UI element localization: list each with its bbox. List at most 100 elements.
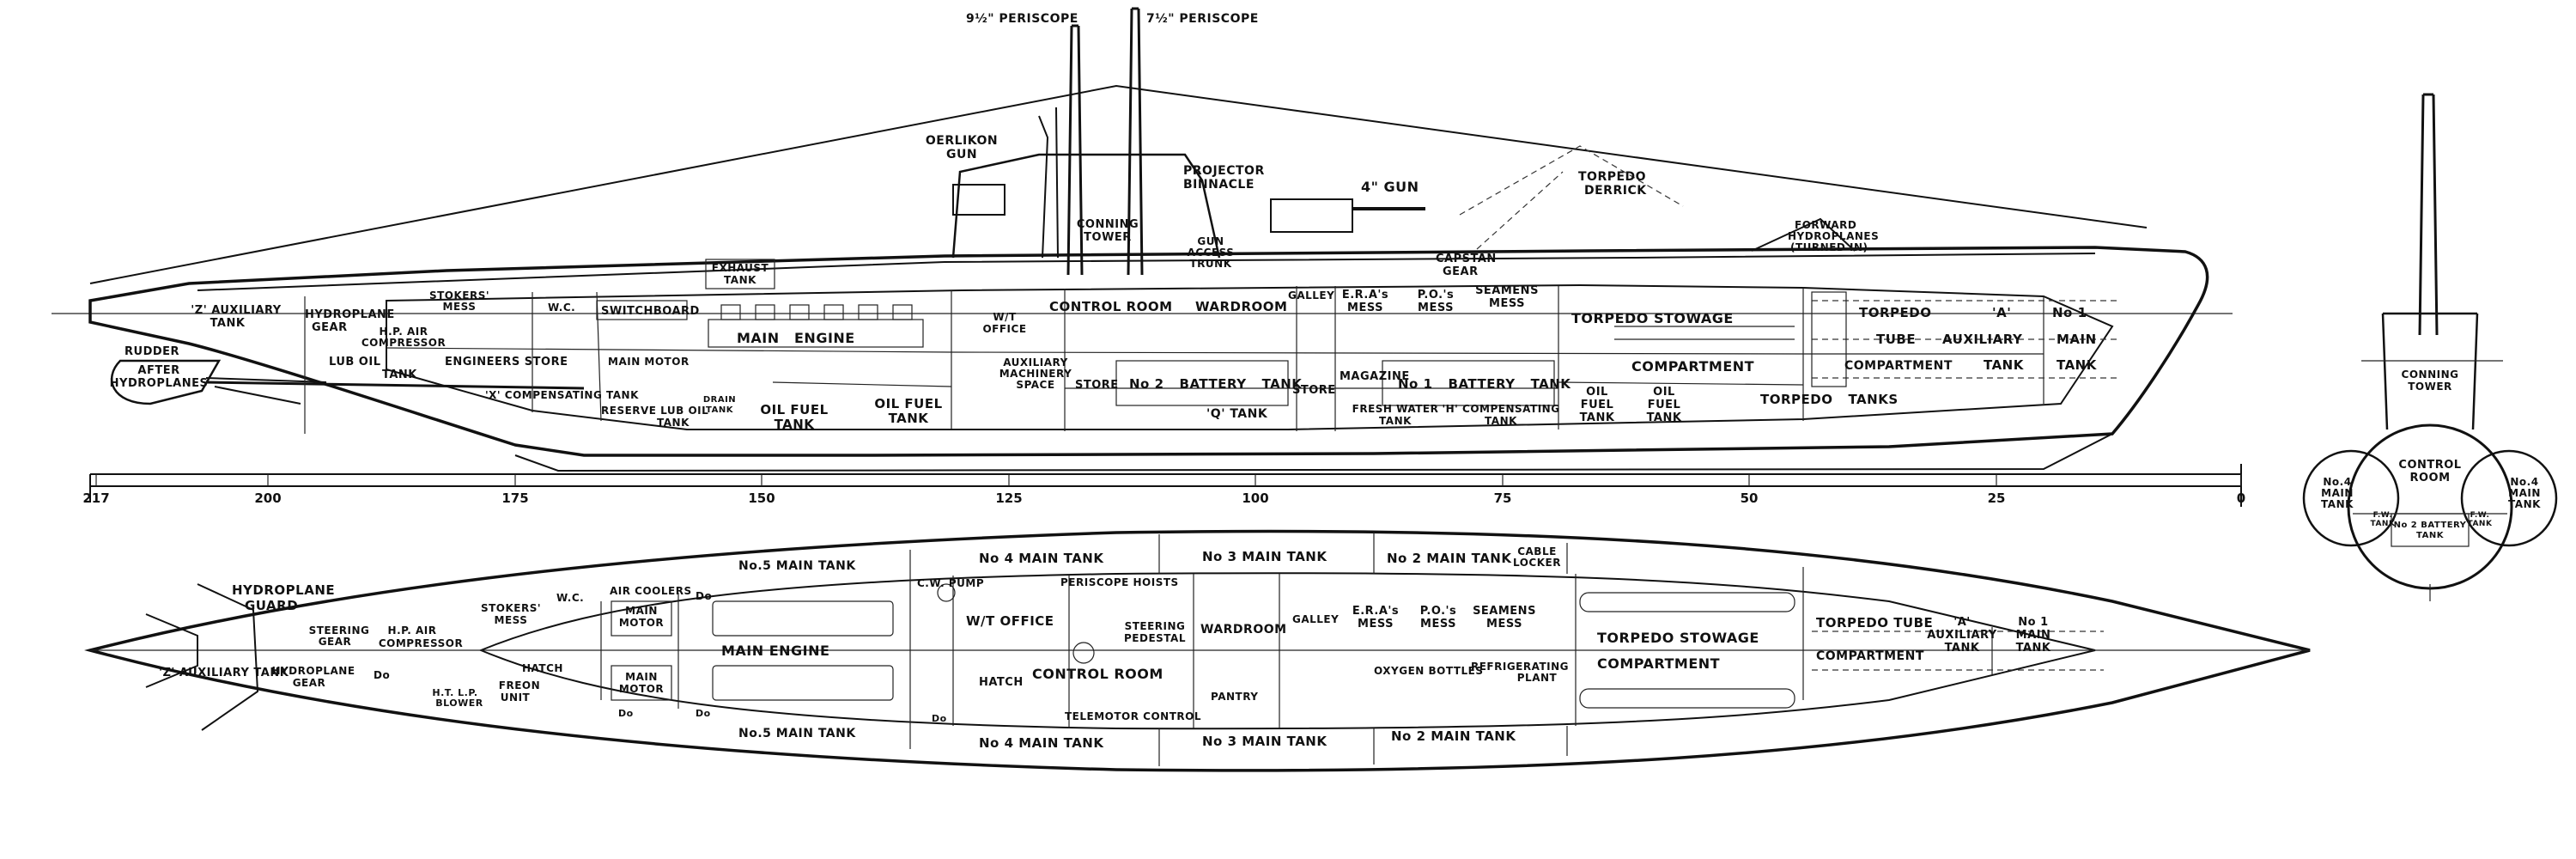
scale-mark-75: 75 xyxy=(1494,490,1512,506)
label-periscope-7-5: 7½" PERISCOPE xyxy=(1146,12,1259,26)
scale-mark-50: 50 xyxy=(1741,490,1759,506)
label-torpedo-tube-tube: TUBE xyxy=(1876,332,1916,347)
label-section-fw-left: F.W.TANK xyxy=(2371,511,2396,528)
label-plan-torpedo-tube-compartment: COMPARTMENT xyxy=(1816,649,1924,663)
label-plan-main-engine: MAIN ENGINE xyxy=(721,643,829,659)
label-main-engine-a: MAIN xyxy=(737,330,780,346)
label-section-fw-right: F.W.TANK xyxy=(2468,511,2493,528)
section-fin xyxy=(2381,312,2479,430)
periscope-7-5 xyxy=(1127,7,1144,276)
label-air-coolers: AIR COOLERS xyxy=(610,585,692,597)
plan-torpedoes xyxy=(1579,592,2104,709)
label-torpedo-tube-torpedo: TORPEDO xyxy=(1859,305,1931,320)
oerlikon-platform xyxy=(952,184,1005,216)
switchboard-box xyxy=(596,300,688,320)
label-plan-stokers-mess: STOKERS'MESS xyxy=(481,602,541,626)
label-pantry: PANTRY xyxy=(1211,691,1258,703)
scale-mark-125: 125 xyxy=(995,490,1022,506)
label-plan-wardroom: WARDROOM xyxy=(1200,623,1287,637)
scale-mark-200: 200 xyxy=(254,490,281,506)
label-plan-wt-office: W/T OFFICE xyxy=(966,613,1054,629)
label-a-tank-a: 'A' xyxy=(1992,305,2011,320)
label-wc-profile: W.C. xyxy=(548,302,575,314)
label-plan-hatch-1: HATCH xyxy=(522,662,563,674)
label-magazine: MAGAZINE xyxy=(1340,370,1410,383)
label-telemotor-control: TELEMOTOR CONTROL xyxy=(1065,710,1201,722)
torpedo-derrick-outline xyxy=(1459,145,1684,250)
label-a-tank-tank: TANK xyxy=(1984,357,2025,373)
label-plan-do-1: Do xyxy=(374,669,390,681)
plan-main-engines xyxy=(611,600,894,701)
deck-line xyxy=(197,253,2096,291)
scale-mark-0: 0 xyxy=(2237,490,2245,506)
label-galley-profile: GALLEY xyxy=(1288,289,1334,302)
label-periscope-9-5: 9½" PERISCOPE xyxy=(966,12,1078,26)
section-saddle-tank-left xyxy=(2302,449,2400,547)
label-store-1: STORE xyxy=(1075,379,1119,392)
jumping-wire xyxy=(89,84,2148,284)
scale-mark-175: 175 xyxy=(501,490,528,506)
label-plan-torpedo-stowage: TORPEDO STOWAGE xyxy=(1597,630,1759,646)
label-main-engine-b: ENGINE xyxy=(794,330,855,346)
label-control-room-profile: CONTROL ROOM xyxy=(1049,299,1173,314)
label-lub-oil-tank: LUB OILTANK xyxy=(329,356,417,381)
label-oxygen-bottles: OXYGEN BOTTLES xyxy=(1374,665,1483,677)
deck-gun-mount xyxy=(1270,198,1353,233)
conning-tower-fin xyxy=(951,153,1221,259)
torpedo-reloads xyxy=(1614,326,1795,340)
label-no1-main-main: MAIN xyxy=(2057,332,2097,347)
label-plan-do-4: Do xyxy=(696,708,711,719)
label-4-inch-gun: 4" GUN xyxy=(1361,179,1419,195)
no1-battery-tank-box xyxy=(1382,360,1555,406)
label-no1-main-tank: TANK xyxy=(2057,357,2098,373)
label-no3-main-tank-top: No 3 MAIN TANK xyxy=(1202,549,1327,564)
keel xyxy=(514,433,2113,472)
plan-tank-divisions xyxy=(909,533,1804,766)
rudder-plan-shape xyxy=(145,613,198,688)
plan-cw-pump xyxy=(937,583,956,602)
label-no5-main-tank-top: No.5 MAIN TANK xyxy=(738,559,856,573)
exhaust-tank-box xyxy=(705,259,775,289)
label-z-auxiliary-tank-plan: 'Z' AUXILIARY TANK xyxy=(159,667,289,679)
label-switchboard: SWITCHBOARD xyxy=(601,305,700,318)
section-battery-box xyxy=(2391,513,2470,547)
section-periscope xyxy=(2418,93,2439,336)
scale-mark-25: 25 xyxy=(1988,490,2006,506)
label-plan-galley: GALLEY xyxy=(1292,613,1339,625)
plan-periscope-well xyxy=(1072,642,1095,664)
